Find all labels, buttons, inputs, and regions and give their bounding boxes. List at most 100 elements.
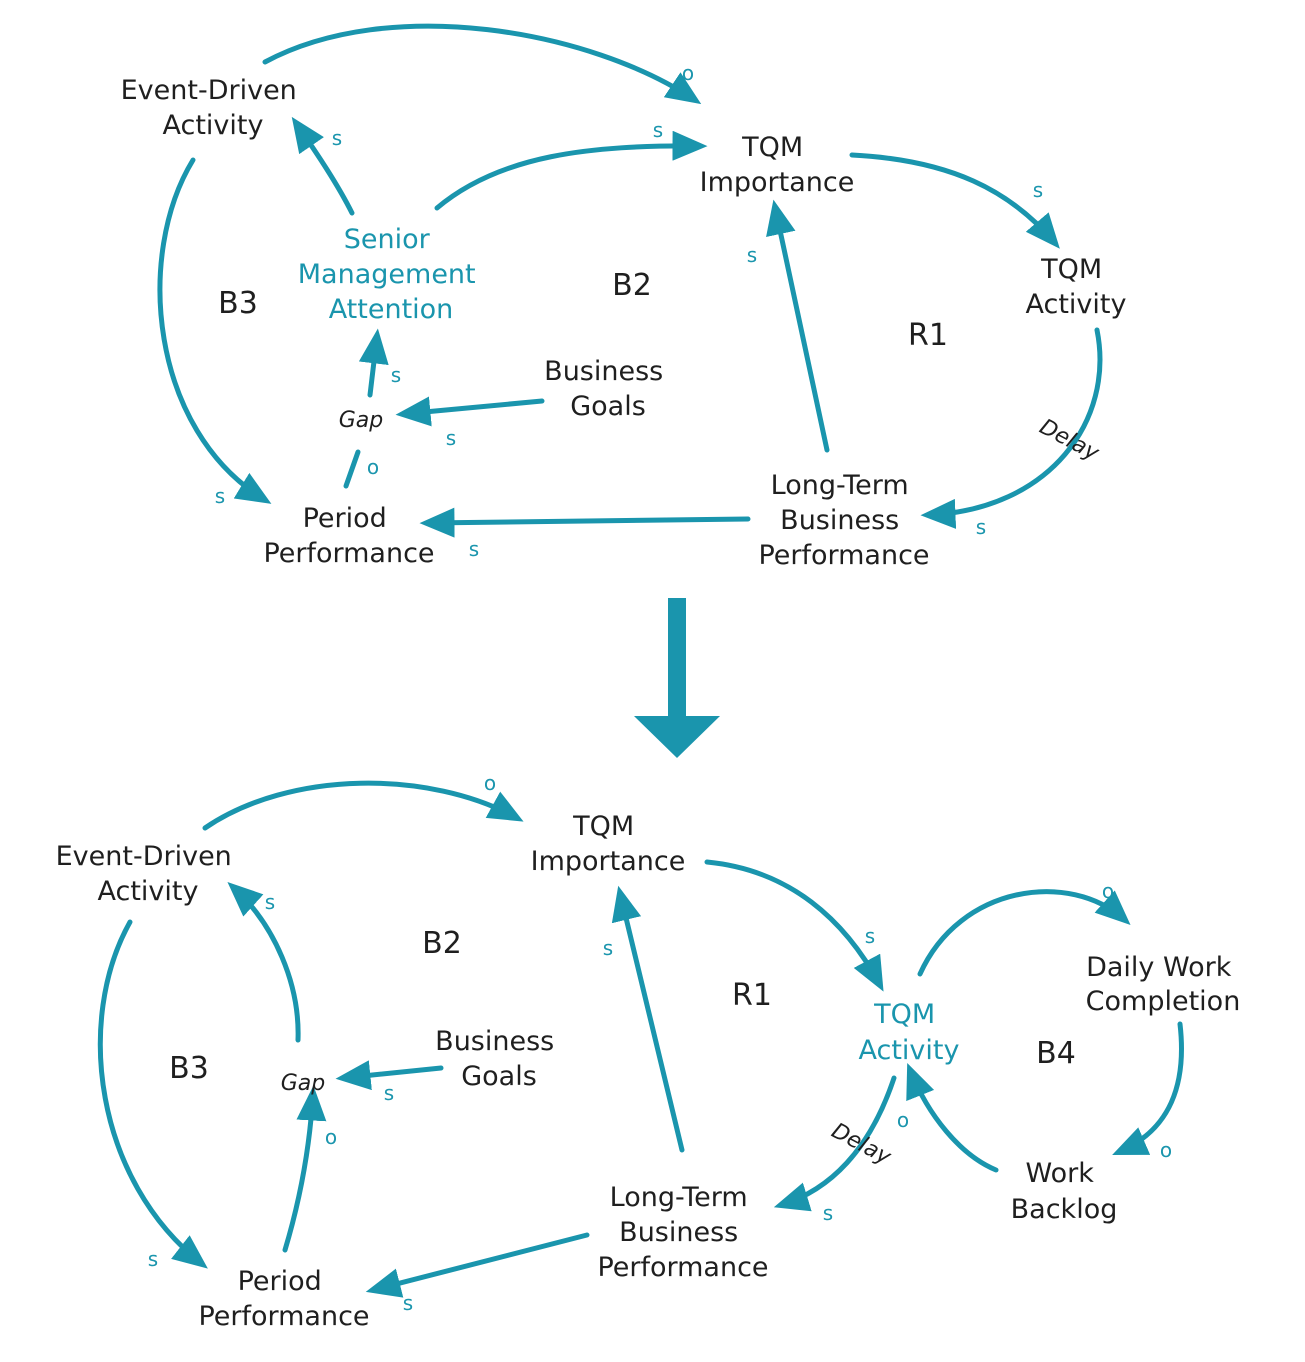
node-long-term-business-performance: Long-Term Business Performance — [758, 470, 929, 571]
node-label-line: TQM — [741, 132, 803, 163]
node-label-line: Activity — [859, 1035, 960, 1066]
polarity-label: s — [603, 936, 613, 960]
polarity-label: o — [1102, 879, 1114, 903]
node-label-line: Goals — [461, 1061, 537, 1092]
node-label-line: Goals — [570, 391, 646, 422]
node-work-backlog: Work Backlog — [1011, 1158, 1118, 1225]
node-label-line: Importance — [531, 846, 686, 877]
node-label-line: Activity — [98, 876, 199, 907]
link-tqm-importance-to-activity — [704, 859, 884, 992]
node-event-driven-activity: Event-Driven Activity — [56, 841, 241, 907]
node-business-goals: Business Goals — [435, 1026, 563, 1092]
polarity-label: s — [653, 118, 663, 142]
top-diagram: Event-Driven Activity TQM Importance Sen… — [121, 23, 1127, 571]
node-label-line: Period — [303, 503, 387, 534]
node-label-line: Backlog — [1011, 1194, 1118, 1225]
link-event-to-tqm-importance — [262, 23, 702, 105]
transition-arrow — [634, 598, 720, 758]
polarity-label: s — [148, 1247, 158, 1271]
node-tqm-importance: TQM Importance — [531, 811, 686, 877]
link-goals-to-gap — [395, 396, 545, 427]
polarity-label: s — [384, 1081, 394, 1105]
node-gap: Gap — [339, 408, 384, 433]
polarity-label: o — [1160, 1138, 1172, 1162]
node-senior-management-attention: Senior Management Attention — [298, 224, 484, 325]
polarity-label: s — [403, 1291, 413, 1315]
polarity-label: o — [484, 771, 496, 795]
node-label-line: Daily Work — [1086, 952, 1232, 983]
node-period-performance: Period Performance — [198, 1266, 369, 1332]
polarity-label: s — [1033, 178, 1043, 202]
loop-label-b2: B2 — [612, 268, 652, 303]
node-gap: Gap — [281, 1071, 326, 1096]
link-activity-to-longterm — [920, 327, 1103, 529]
delay-label: Delay — [1035, 414, 1103, 466]
loop-label-b4: B4 — [1036, 1036, 1076, 1071]
link-daily-to-backlog — [1112, 1021, 1184, 1155]
link-event-to-period — [97, 919, 208, 1269]
link-longterm-to-period — [365, 1232, 590, 1298]
polarity-label: s — [976, 515, 986, 539]
node-period-performance: Period Performance — [263, 503, 434, 569]
polarity-label: s — [865, 924, 875, 948]
node-label-line: Performance — [263, 538, 434, 569]
node-event-driven-activity: Event-Driven Activity — [121, 75, 306, 141]
node-label-line: Senior — [344, 224, 431, 255]
node-tqm-importance: TQM Importance — [700, 132, 855, 198]
node-label-line: TQM — [873, 999, 935, 1030]
node-label-line: TQM — [1040, 254, 1102, 285]
link-longterm-to-tqm-importance — [766, 199, 830, 453]
loop-label-r1: R1 — [908, 318, 948, 353]
link-activity-to-longterm — [773, 1075, 897, 1212]
node-tqm-activity: TQM Activity — [1026, 254, 1127, 320]
bottom-diagram: Event-Driven Activity TQM Importance TQM… — [56, 771, 1241, 1332]
node-label-line: Activity — [163, 110, 264, 141]
polarity-label: s — [469, 537, 479, 561]
polarity-label: o — [367, 455, 379, 479]
node-label-line: Long-Term — [610, 1182, 748, 1213]
link-period-to-gap — [343, 449, 361, 489]
node-daily-work-completion: Daily Work Completion — [1086, 952, 1241, 1017]
link-goals-to-gap — [335, 1060, 444, 1091]
delay-label: Delay — [827, 1118, 895, 1170]
polarity-label: s — [823, 1201, 833, 1225]
link-gap-to-senior — [358, 328, 389, 398]
node-label-line: Business — [435, 1026, 554, 1057]
node-label-line: Event-Driven — [121, 75, 297, 106]
polarity-label: s — [265, 890, 275, 914]
node-label-line: Activity — [1026, 289, 1127, 320]
node-long-term-business-performance: Long-Term Business Performance — [597, 1182, 768, 1283]
loop-label-r1: R1 — [732, 978, 772, 1013]
node-label-line: Attention — [329, 294, 454, 325]
node-tqm-activity: TQM Activity — [859, 999, 960, 1066]
link-gap-to-event — [227, 881, 301, 1043]
link-senior-to-tqm-importance — [434, 130, 708, 211]
link-longterm-to-tqm-importance — [611, 885, 685, 1153]
node-label-line: Management — [298, 259, 476, 290]
link-longterm-to-period — [419, 507, 751, 538]
link-activity-to-daily — [917, 889, 1131, 977]
polarity-label: s — [215, 484, 225, 508]
link-backlog-to-activity — [906, 1063, 999, 1173]
node-label-line: Performance — [597, 1252, 768, 1283]
loop-label-b3: B3 — [218, 286, 258, 321]
polarity-label: o — [897, 1108, 909, 1132]
node-label-line: Completion — [1086, 986, 1241, 1017]
node-label-line: Business — [780, 505, 899, 536]
polarity-label: o — [682, 61, 694, 85]
polarity-label: s — [391, 363, 401, 387]
loop-label-b3: B3 — [169, 1051, 209, 1086]
arrow-shaft — [668, 598, 686, 720]
node-label-line: Business — [619, 1217, 738, 1248]
polarity-label: o — [325, 1125, 337, 1149]
link-senior-to-event — [291, 116, 355, 216]
node-label-line: Long-Term — [771, 470, 909, 501]
node-label-line: Performance — [758, 540, 929, 571]
node-label-line: Work — [1026, 1158, 1095, 1189]
polarity-label: s — [332, 126, 342, 150]
loop-label-b2: B2 — [422, 926, 462, 961]
link-event-to-tqm-importance — [202, 780, 524, 831]
node-label-line: Importance — [700, 167, 855, 198]
node-label-line: Business — [544, 356, 663, 387]
